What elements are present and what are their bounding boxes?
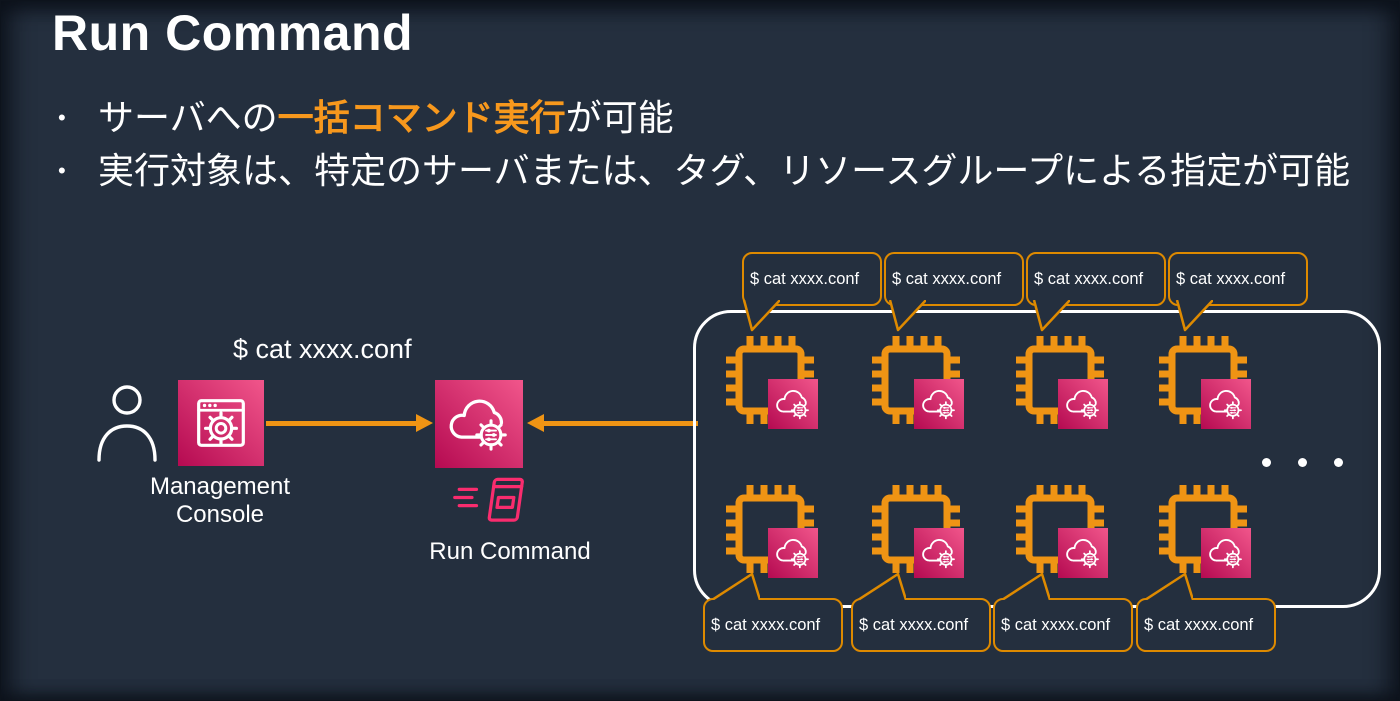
page-title: Run Command (52, 5, 414, 61)
ec2-instance (1155, 332, 1251, 429)
speech-bubble: $ cat xxxx.conf (851, 598, 991, 652)
cloud-gear-icon (773, 533, 813, 573)
cloud-gear-icon (1063, 384, 1103, 424)
ssm-agent-badge (768, 379, 818, 429)
speech-bubble-text: $ cat xxxx.conf (1034, 269, 1144, 288)
speech-bubble: $ cat xxxx.conf (1136, 598, 1276, 652)
bullet-text: サーバへの一括コマンド実行が可能 (98, 97, 674, 138)
speech-bubble-tail (1175, 300, 1213, 332)
cloud-gear-icon (1206, 384, 1246, 424)
management-console-label: Management Console (149, 473, 291, 528)
ellipsis-dot (1298, 458, 1307, 467)
arrow-left-line (543, 421, 698, 426)
bullet-highlight: 一括コマンド実行 (277, 97, 566, 138)
bullet-marker: • (58, 158, 66, 184)
speech-bubble-tail (1032, 300, 1070, 332)
ssm-agent-badge (1201, 528, 1251, 578)
speech-bubble: $ cat xxxx.conf (1026, 252, 1166, 306)
ssm-agent-badge (768, 528, 818, 578)
user-icon (95, 384, 159, 462)
ec2-instance (868, 481, 964, 578)
speech-bubble-text: $ cat xxxx.conf (1144, 615, 1254, 634)
run-command-label: Run Command (429, 538, 591, 565)
speech-bubble-text: $ cat xxxx.conf (1176, 269, 1286, 288)
speech-bubble: $ cat xxxx.conf (993, 598, 1133, 652)
speech-bubble-tail (1002, 572, 1050, 600)
ellipsis-dot (1334, 458, 1343, 467)
ec2-instance (1012, 332, 1108, 429)
ssm-agent-badge (914, 528, 964, 578)
ssm-agent-badge (914, 379, 964, 429)
speech-bubble-text: $ cat xxxx.conf (750, 269, 860, 288)
bullet-item: • 実行対象は、特定のサーバまたは、タグ、リソースグループによる指定が可能 (58, 149, 1388, 192)
speech-bubble-text: $ cat xxxx.conf (859, 615, 969, 634)
speech-bubble-tail (712, 572, 760, 600)
speech-bubble: $ cat xxxx.conf (742, 252, 882, 306)
arrow-right-line (266, 421, 418, 426)
cloud-gear-icon (1206, 533, 1246, 573)
speech-bubble-tail (742, 300, 780, 332)
ssm-agent-badge (1201, 379, 1251, 429)
bullet-item: • サーバへの一括コマンド実行が可能 (58, 96, 1388, 139)
browser-gear-icon (187, 389, 255, 457)
management-console-icon (178, 380, 264, 466)
cloud-gear-icon (773, 384, 813, 424)
speech-bubble-tail (858, 572, 906, 600)
ssm-agent-badge (1058, 379, 1108, 429)
ellipsis-dot (1262, 458, 1271, 467)
cloud-gear-icon (444, 389, 514, 459)
cloud-gear-icon (1063, 533, 1103, 573)
cloud-gear-icon (919, 533, 959, 573)
ec2-instance (868, 332, 964, 429)
ec2-instance (1155, 481, 1251, 578)
arrow-left-head-icon (527, 414, 544, 432)
command-text: $ cat xxxx.conf (233, 334, 412, 364)
run-command-doc-icon (450, 474, 530, 530)
speech-bubble-text: $ cat xxxx.conf (1001, 615, 1111, 634)
ec2-instance (1012, 481, 1108, 578)
bullet-marker: • (58, 105, 66, 130)
speech-bubble: $ cat xxxx.conf (703, 598, 843, 652)
arrow-right-head-icon (416, 414, 433, 432)
speech-bubble: $ cat xxxx.conf (884, 252, 1024, 306)
cloud-gear-icon (919, 384, 959, 424)
ssm-agent-badge (1058, 528, 1108, 578)
bullet-list: • サーバへの一括コマンド実行が可能 • 実行対象は、特定のサーバまたは、タグ、… (58, 96, 1388, 202)
bullet-text: 実行対象は、特定のサーバまたは、タグ、リソースグループによる指定が可能 (98, 150, 1351, 192)
speech-bubble-text: $ cat xxxx.conf (711, 615, 821, 634)
speech-bubble-tail (888, 300, 926, 332)
ec2-instance (722, 481, 818, 578)
ec2-instance (722, 332, 818, 429)
speech-bubble-text: $ cat xxxx.conf (892, 269, 1002, 288)
speech-bubble-tail (1145, 572, 1193, 600)
speech-bubble: $ cat xxxx.conf (1168, 252, 1308, 306)
systems-manager-icon (435, 380, 523, 468)
